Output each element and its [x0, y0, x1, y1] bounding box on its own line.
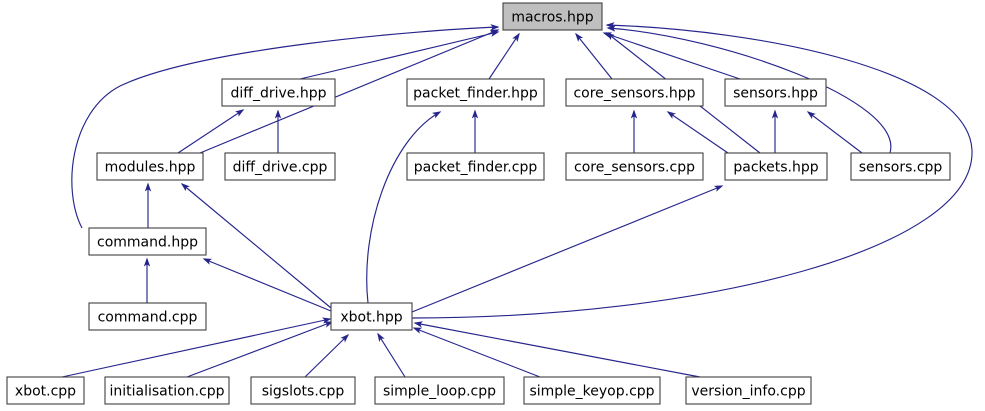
node-box-packets_hpp[interactable] [724, 152, 828, 181]
node-sensors_hpp[interactable]: sensors.hpp [724, 78, 827, 107]
node-box-xbot_cpp[interactable] [6, 376, 85, 405]
node-simple_loop_cpp[interactable]: simple_loop.cpp [374, 376, 505, 405]
edge-packets_hpp-to-core_sensors_hpp [666, 111, 729, 154]
node-diff_drive_hpp[interactable]: diff_drive.hpp [221, 78, 336, 107]
node-initialisation_cpp[interactable]: initialisation.cpp [104, 376, 230, 405]
node-box-version_info_cpp[interactable] [685, 376, 812, 405]
node-version_info_cpp[interactable]: version_info.cpp [685, 376, 812, 405]
edge-sensors_cpp-to-macros_hpp [606, 25, 892, 154]
edge-core_sensors_hpp-to-macros_hpp [575, 32, 613, 80]
edge-initialisation_cpp-to-xbot_hpp [186, 321, 334, 378]
node-box-command_hpp[interactable] [88, 227, 207, 256]
edge-sensors_hpp-to-macros_hpp [602, 32, 741, 80]
node-box-sigslots_cpp[interactable] [250, 376, 356, 405]
node-box-modules_hpp[interactable] [96, 152, 204, 181]
node-box-simple_keyop_cpp[interactable] [523, 376, 661, 405]
node-box-diff_drive_hpp[interactable] [221, 78, 336, 107]
node-box-packet_finder_cpp[interactable] [406, 152, 545, 181]
node-box-simple_loop_cpp[interactable] [374, 376, 505, 405]
node-box-core_sensors_cpp[interactable] [565, 152, 704, 181]
node-packet_finder_hpp[interactable]: packet_finder.hpp [406, 78, 545, 107]
node-box-sensors_cpp[interactable] [850, 152, 951, 181]
node-sigslots_cpp[interactable]: sigslots.cpp [250, 376, 356, 405]
edge-command_hpp-to-macros_hpp [71, 24, 500, 229]
node-box-core_sensors_hpp[interactable] [565, 78, 704, 107]
edge-diff_drive_hpp-to-macros_hpp [299, 30, 500, 80]
node-macros_hpp[interactable]: macros.hpp [502, 2, 603, 31]
edge-layer [61, 22, 973, 378]
edge-simple_loop_cpp-to-xbot_hpp [377, 332, 406, 378]
edge-xbot_hpp-to-packets_hpp [411, 185, 724, 313]
node-core_sensors_hpp[interactable]: core_sensors.hpp [565, 78, 704, 107]
node-box-macros_hpp[interactable] [502, 2, 603, 31]
node-xbot_hpp[interactable]: xbot.hpp [330, 302, 413, 331]
edge-simple_keyop_cpp-to-xbot_hpp [412, 327, 541, 378]
edge-sensors_cpp-to-sensors_hpp [806, 111, 863, 154]
edge-xbot_cpp-to-xbot_hpp [61, 317, 332, 378]
edge-modules_hpp-to-diff_drive_hpp [177, 109, 245, 154]
node-command_hpp[interactable]: command.hpp [88, 227, 207, 256]
edge-xbot_hpp-to-macros_hpp [411, 22, 973, 319]
node-box-command_cpp[interactable] [88, 302, 207, 331]
node-packets_hpp[interactable]: packets.hpp [724, 152, 828, 181]
edge-sigslots_cpp-to-xbot_hpp [304, 333, 350, 378]
node-command_cpp[interactable]: command.cpp [88, 302, 207, 331]
edge-modules_hpp-to-macros_hpp [199, 29, 500, 154]
node-diff_drive_cpp[interactable]: diff_drive.cpp [224, 152, 336, 181]
node-box-diff_drive_cpp[interactable] [224, 152, 336, 181]
node-core_sensors_cpp[interactable]: core_sensors.cpp [565, 152, 704, 181]
node-modules_hpp[interactable]: modules.hpp [96, 152, 204, 181]
node-simple_keyop_cpp[interactable]: simple_keyop.cpp [523, 376, 661, 405]
node-packet_finder_cpp[interactable]: packet_finder.cpp [406, 152, 545, 181]
edge-xbot_hpp-to-packet_finder_hpp [366, 111, 442, 304]
node-box-xbot_hpp[interactable] [330, 302, 413, 331]
edge-xbot_hpp-to-command_hpp [202, 258, 332, 312]
node-xbot_cpp[interactable]: xbot.cpp [6, 376, 85, 405]
node-box-packet_finder_hpp[interactable] [406, 78, 545, 107]
edge-xbot_hpp-to-modules_hpp [180, 183, 332, 309]
node-box-sensors_hpp[interactable] [724, 78, 827, 107]
node-box-initialisation_cpp[interactable] [104, 376, 230, 405]
edge-packet_finder_hpp-to-macros_hpp [488, 32, 520, 80]
edge-version_info_cpp-to-xbot_hpp [413, 321, 701, 378]
node-sensors_cpp[interactable]: sensors.cpp [850, 152, 951, 181]
